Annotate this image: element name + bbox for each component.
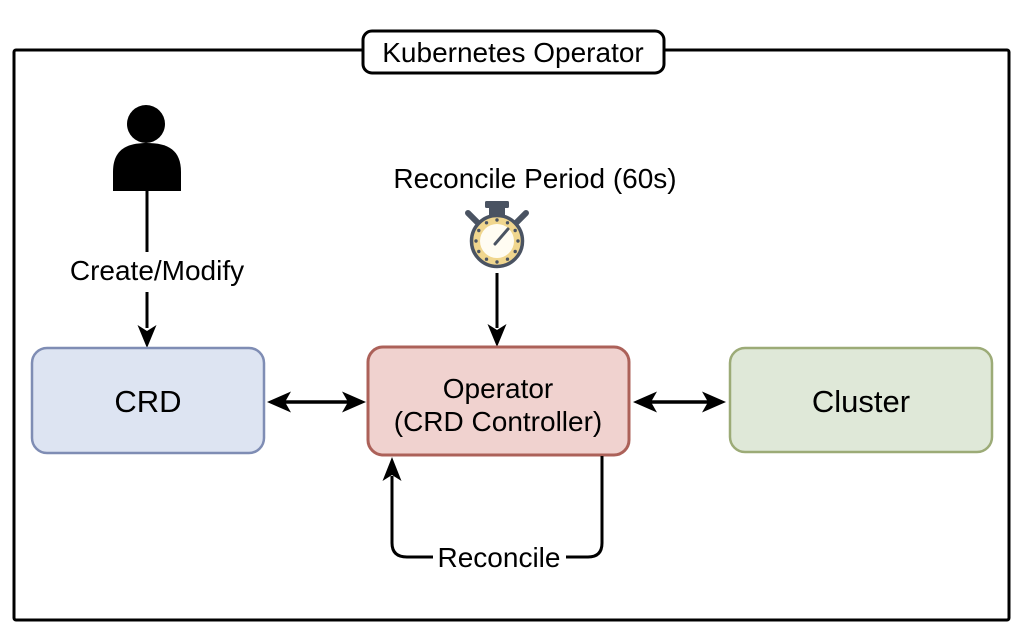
user-icon bbox=[113, 105, 181, 191]
create-modify-arrowhead bbox=[137, 325, 157, 348]
stopwatch-icon bbox=[465, 201, 529, 269]
reconcile-loop-arrow bbox=[390, 456, 604, 559]
operator-label-line1: Operator bbox=[443, 373, 554, 404]
title-box bbox=[361, 29, 666, 75]
cluster-label: Cluster bbox=[812, 384, 910, 419]
crd-operator-arrow bbox=[267, 391, 366, 413]
create-modify-label: Create/Modify bbox=[70, 255, 244, 286]
reconcile-loop-arrowhead bbox=[382, 457, 402, 481]
diagram-title: Kubernetes Operator bbox=[382, 37, 644, 68]
stopwatch-ticks bbox=[474, 218, 520, 264]
crd-node bbox=[30, 346, 266, 455]
crd-label: CRD bbox=[114, 384, 181, 419]
reconcile-label: Reconcile bbox=[438, 542, 561, 573]
cluster-node bbox=[728, 346, 994, 454]
operator-label-line2: (CRD Controller) bbox=[394, 406, 602, 437]
operator-node bbox=[366, 345, 631, 457]
operator-cluster-arrow bbox=[633, 391, 726, 413]
reconcile-period-label: Reconcile Period (60s) bbox=[393, 163, 676, 194]
diagram-frame bbox=[12, 48, 1011, 622]
reconcile-period-arrowhead bbox=[487, 324, 507, 347]
stopwatch-hand bbox=[493, 227, 510, 246]
